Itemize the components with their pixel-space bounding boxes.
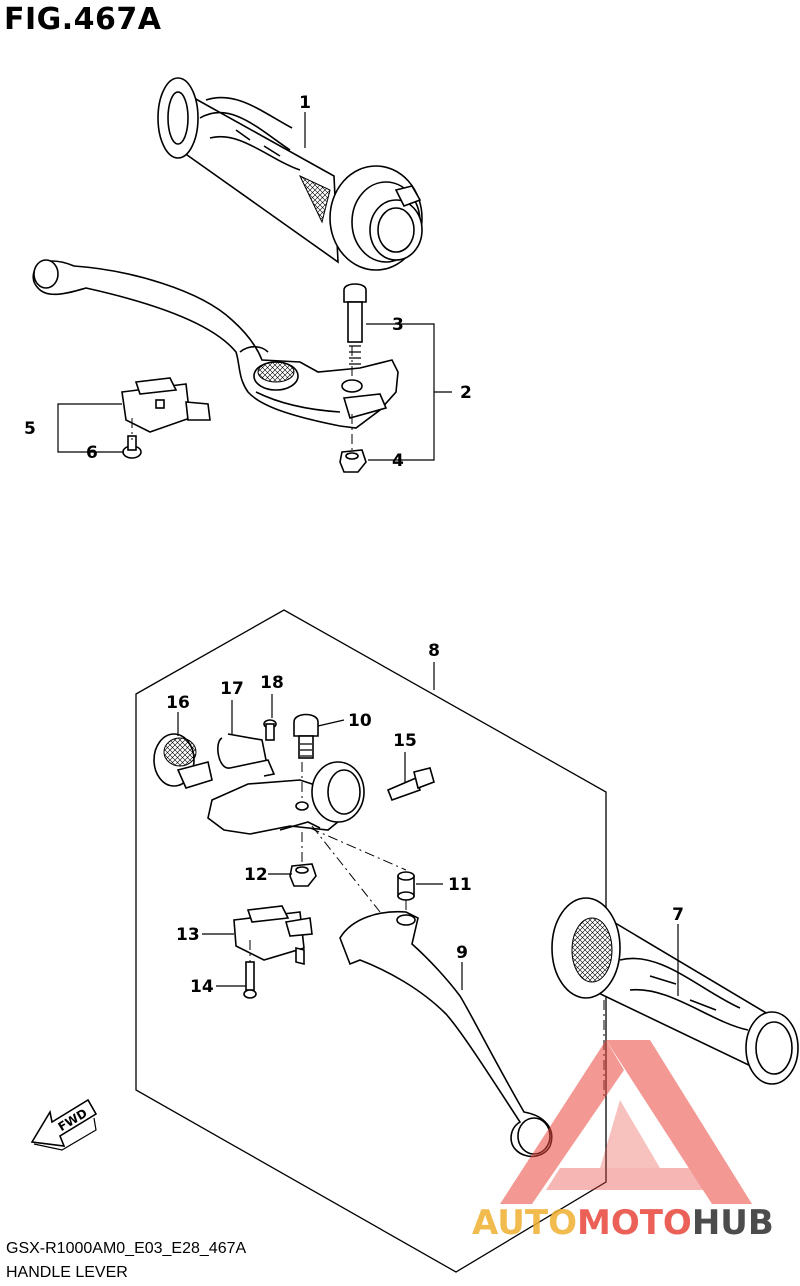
callout-8: 8 [428, 641, 440, 661]
callout-7: 7 [672, 905, 684, 925]
fwd-direction-badge: FWD [30, 1098, 98, 1151]
watermark-triangle-logo [500, 1040, 752, 1204]
model-code: GSX-R1000AM0_E03_E28_467A [6, 1240, 247, 1257]
adjuster-part [153, 733, 213, 789]
callout-15: 15 [393, 731, 417, 751]
watermark-auto: AUTO [472, 1203, 577, 1243]
callout-17: 17 [220, 679, 244, 699]
callout-14: 14 [190, 977, 214, 997]
nut-lower-part [289, 863, 317, 887]
leader-lines [57, 112, 679, 996]
svg-text:AUTOMOTOHUB: AUTOMOTOHUB [472, 1203, 774, 1243]
clutch-switch-part [233, 905, 313, 966]
callout-4: 4 [392, 451, 404, 471]
brake-lever-part [32, 259, 399, 429]
nut-upper-part [339, 449, 367, 473]
callout-13: 13 [176, 925, 200, 945]
brake-switch-upper-part [121, 377, 211, 433]
callout-9: 9 [456, 943, 468, 963]
pivot-bolt-lower-part [293, 713, 319, 759]
callout-5: 5 [24, 419, 36, 439]
callout-18: 18 [260, 673, 284, 693]
bolt-15-part [386, 767, 435, 802]
screw-18-part [263, 719, 277, 741]
callout-2: 2 [460, 383, 472, 403]
callout-16: 16 [166, 693, 190, 713]
automotohub-watermark: AUTOMOTOHUB [472, 1040, 774, 1243]
callout-numbers: 1 2 3 4 5 6 7 8 9 10 11 12 13 14 15 16 1… [24, 93, 684, 997]
callout-12: 12 [244, 865, 268, 885]
watermark-hub: HUB [692, 1203, 774, 1243]
callout-1: 1 [299, 93, 311, 113]
watermark-moto: MOTO [577, 1203, 692, 1243]
callout-3: 3 [392, 315, 404, 335]
clutch-holder-part [207, 761, 365, 835]
screw-upper-part [122, 435, 142, 459]
callout-10: 10 [348, 711, 372, 731]
screw-lower-part [243, 961, 257, 999]
clutch-lever-part [339, 910, 553, 1158]
callout-11: 11 [448, 875, 472, 895]
clip-part [217, 733, 276, 777]
callout-6: 6 [86, 443, 98, 463]
section-name: HANDLE LEVER [6, 1264, 128, 1281]
fwd-arrow-icon [30, 1098, 98, 1147]
pivot-bolt-upper-part [343, 283, 367, 365]
throttle-grip-part [157, 77, 423, 271]
bushing-part [397, 871, 415, 901]
figure-title: FIG.467A [4, 2, 162, 37]
left-grip-part [551, 897, 799, 1085]
clutch-assembly-boundary [135, 609, 607, 1273]
